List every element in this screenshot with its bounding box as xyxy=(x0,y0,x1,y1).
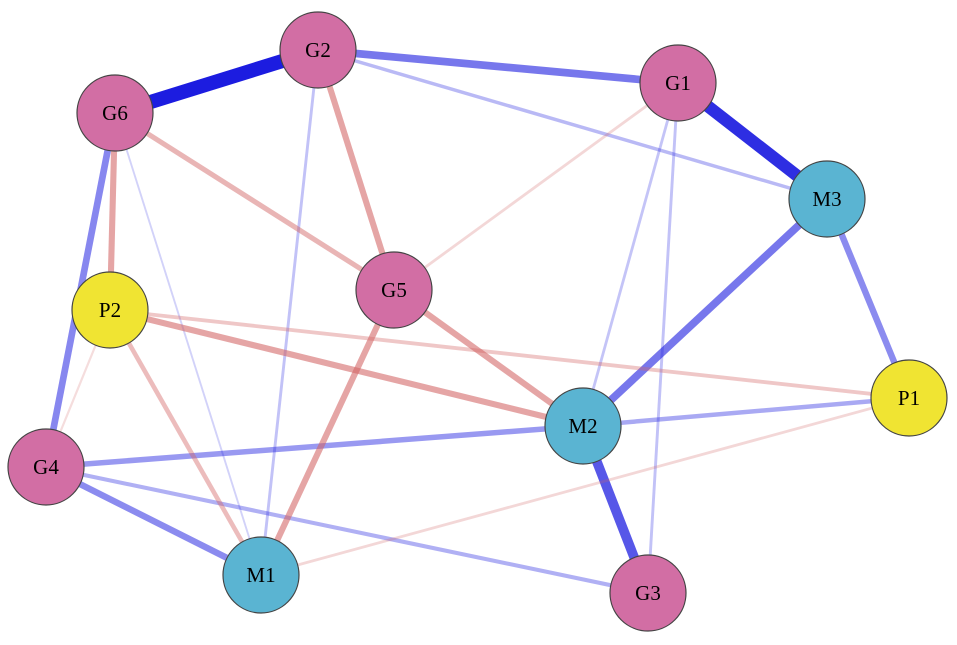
edge-g5-m2 xyxy=(392,287,585,429)
node-g5: G5 xyxy=(355,251,433,329)
node-circle-g3 xyxy=(609,554,687,632)
node-label-g4: G4 xyxy=(33,455,59,479)
node-circle-g1 xyxy=(639,44,717,122)
node-label-m3: M3 xyxy=(812,187,841,211)
edge-g5-m1 xyxy=(258,288,397,577)
node-g1: G1 xyxy=(639,44,717,122)
edge-g6-m1 xyxy=(114,112,262,576)
edge-p2-p1 xyxy=(109,308,910,400)
node-circle-g2 xyxy=(279,11,357,89)
edges-layer xyxy=(42,43,912,596)
node-g3: G3 xyxy=(609,554,687,632)
node-label-g3: G3 xyxy=(635,581,661,605)
node-label-m1: M1 xyxy=(246,563,275,587)
node-m3: M3 xyxy=(788,160,866,238)
node-circle-g4 xyxy=(7,428,85,506)
edge-p2-m1 xyxy=(108,308,263,577)
node-m2: M2 xyxy=(544,387,622,465)
node-m1: M1 xyxy=(222,536,300,614)
edge-m1-p1 xyxy=(260,396,910,577)
node-label-g6: G6 xyxy=(102,101,128,125)
edge-m3-m2 xyxy=(580,196,830,429)
node-circle-m2 xyxy=(544,387,622,465)
node-g6: G6 xyxy=(76,74,154,152)
edge-p2-m2 xyxy=(109,307,584,429)
edge-g6-g5 xyxy=(113,110,396,293)
edge-g2-m3 xyxy=(317,48,828,201)
node-circle-m1 xyxy=(222,536,300,614)
node-p1: P1 xyxy=(870,359,948,437)
edge-g1-g3 xyxy=(646,82,680,594)
node-label-g1: G1 xyxy=(665,71,691,95)
edge-g1-m2 xyxy=(581,82,680,427)
node-p2: P2 xyxy=(71,271,149,349)
edge-g2-g5 xyxy=(315,49,397,291)
node-label-p1: P1 xyxy=(898,386,920,410)
edge-g1-g5 xyxy=(393,81,679,292)
edge-g2-g1 xyxy=(317,46,679,87)
node-g4: G4 xyxy=(7,428,85,506)
node-label-p2: P2 xyxy=(99,298,121,322)
node-circle-g6 xyxy=(76,74,154,152)
edge-g4-g3 xyxy=(45,464,649,596)
edge-g4-m2 xyxy=(45,423,584,470)
node-g2: G2 xyxy=(279,11,357,89)
node-label-g5: G5 xyxy=(381,278,407,302)
node-circle-p2 xyxy=(71,271,149,349)
node-label-m2: M2 xyxy=(568,414,597,438)
node-circle-m3 xyxy=(788,160,866,238)
node-circle-g5 xyxy=(355,251,433,329)
edge-m2-p1 xyxy=(582,395,910,429)
edge-g4-m1 xyxy=(44,464,263,578)
node-label-g2: G2 xyxy=(305,38,331,62)
edge-g2-m1 xyxy=(259,49,320,576)
node-circle-p1 xyxy=(870,359,948,437)
